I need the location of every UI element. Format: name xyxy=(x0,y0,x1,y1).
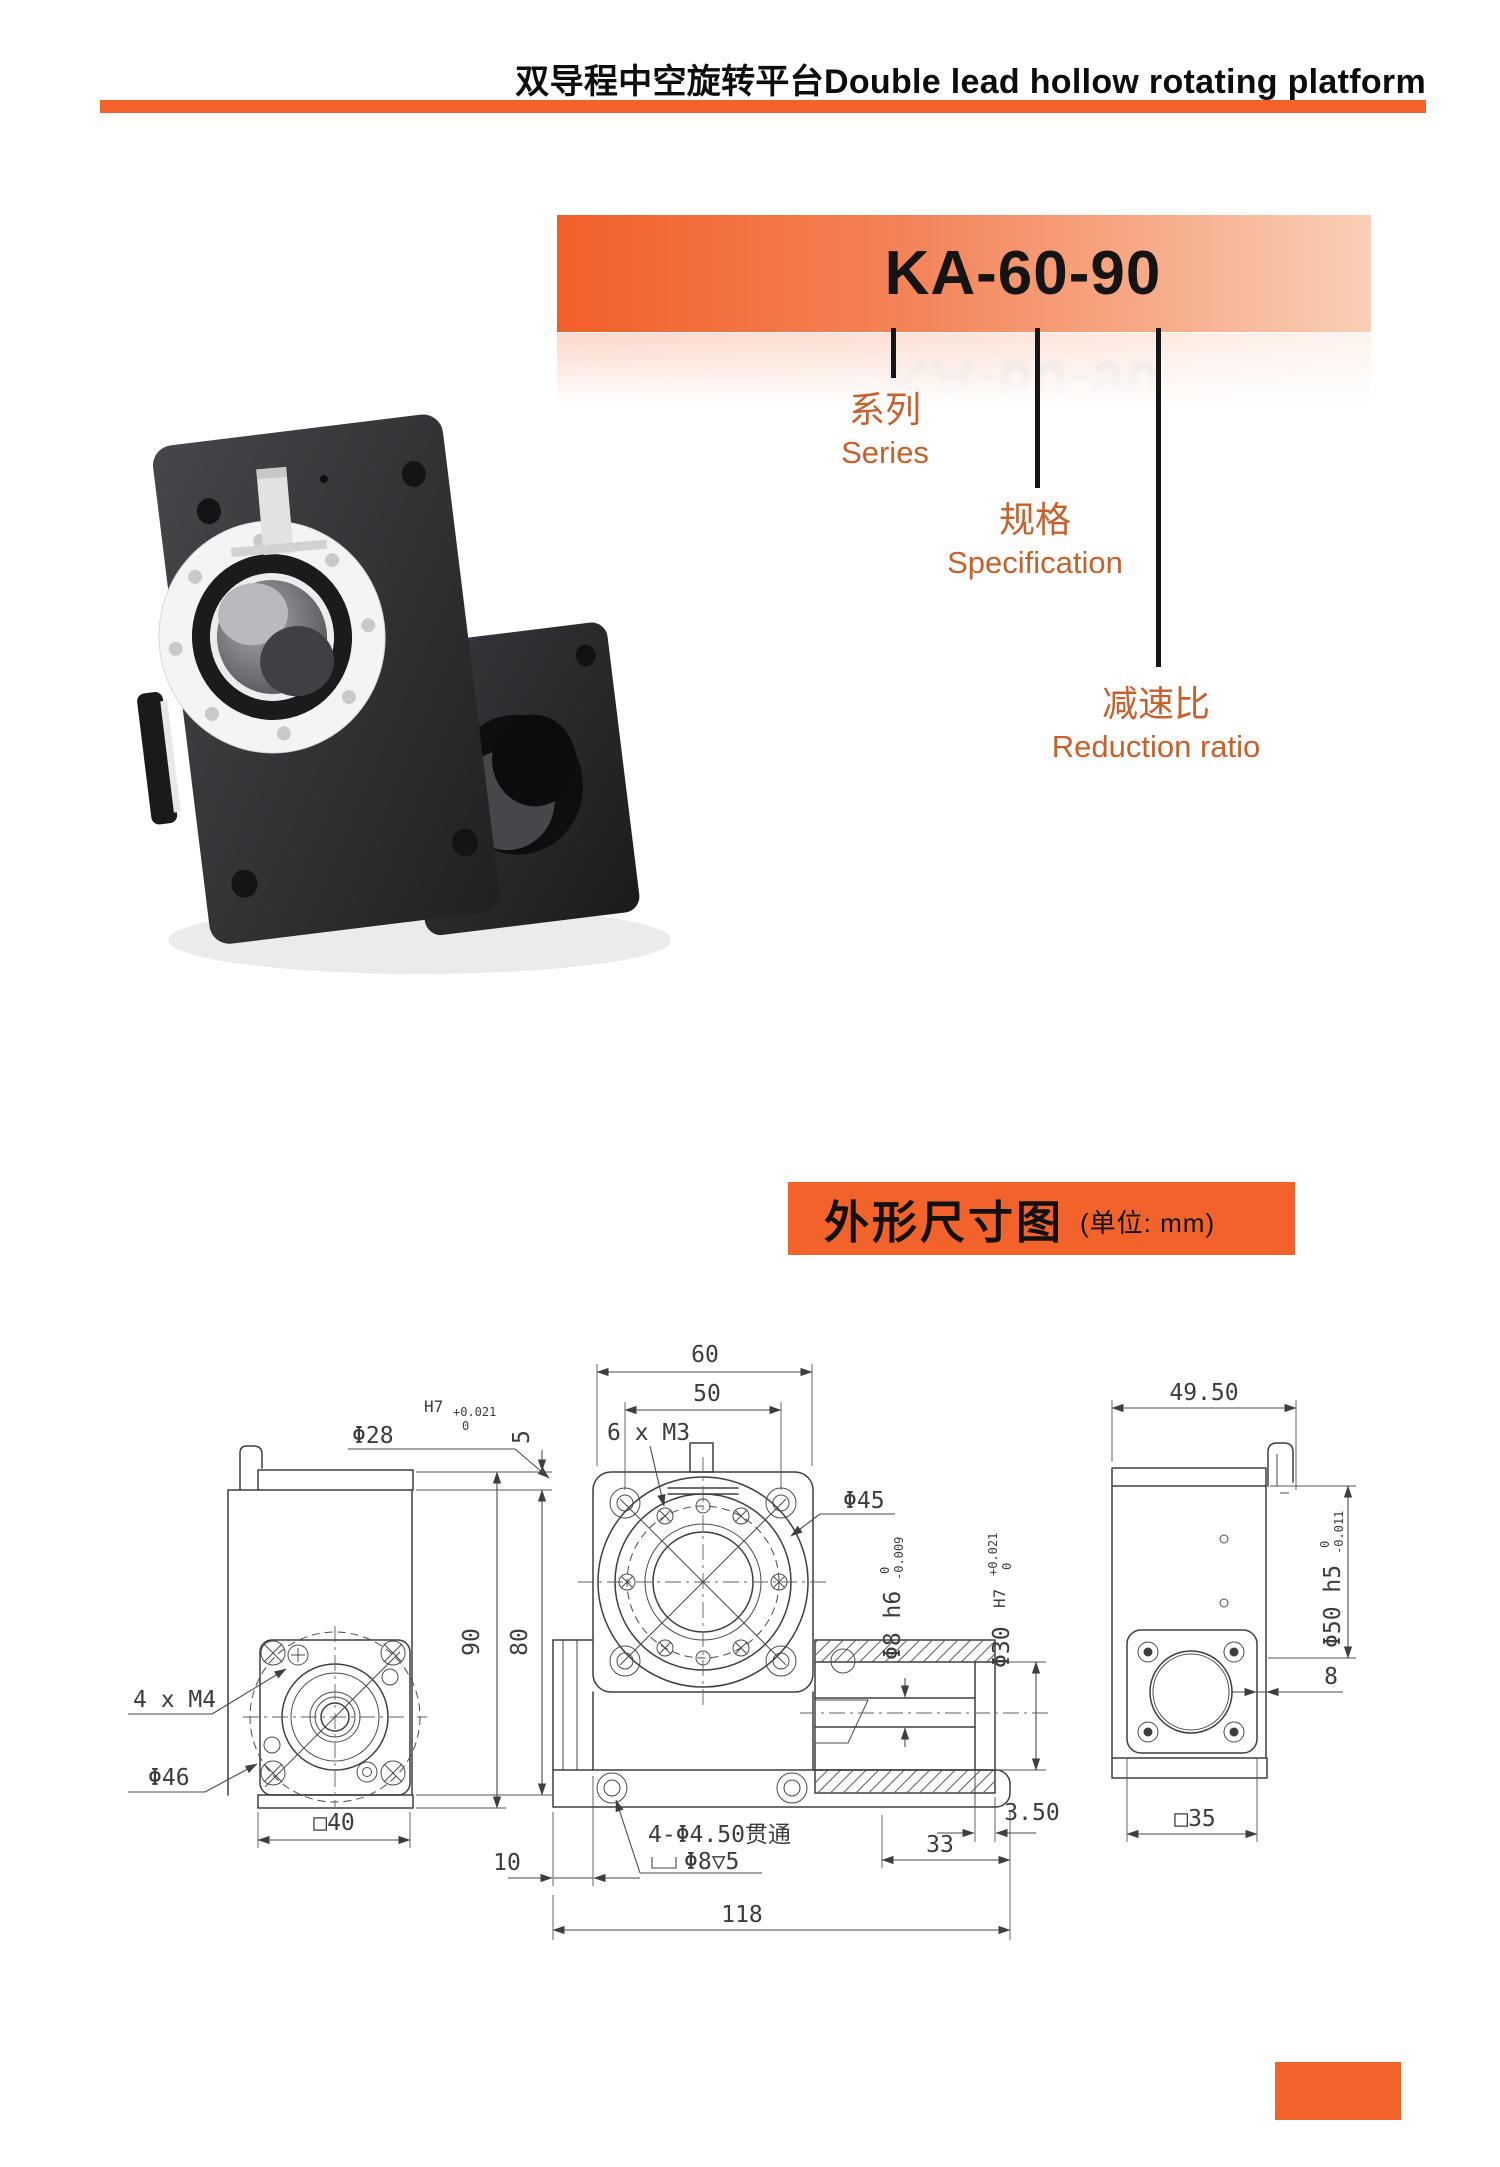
dim-phi30-tol-upper: +0.021 xyxy=(986,1533,1000,1576)
dim-80: 80 xyxy=(507,1628,533,1656)
page-title-zh: 双导程中空旋转平台 xyxy=(515,63,824,101)
dimension-section-title: 外形尺寸图 xyxy=(824,1197,1065,1248)
dim-5: 5 xyxy=(509,1430,535,1444)
m4-screw-symbols xyxy=(260,1640,406,1786)
dim-phi30-tol-lower: 0 xyxy=(1000,1563,1014,1570)
series-pointer-line xyxy=(891,328,896,378)
right-flange-screws xyxy=(1137,1641,1245,1743)
dim-phi28-tol-lower: 0 xyxy=(462,1419,469,1433)
dim-4950: 49.50 xyxy=(1169,1380,1238,1406)
dim-phi30-fit: H7 xyxy=(990,1589,1009,1608)
dim-6xm3: 6 x M3 xyxy=(607,1420,690,1446)
model-code: KA-60-90 xyxy=(884,239,1162,308)
outline-dimension-drawing: Φ28 H7 +0.021 0 4 x M4 Φ46 □40 90 80 5 xyxy=(128,1342,1356,1940)
reduction-ratio-pointer-line xyxy=(1156,328,1161,667)
dim-sq35: □35 xyxy=(1174,1806,1216,1832)
left-side-view xyxy=(227,1445,427,1809)
model-code-banner: KA-60-90 xyxy=(557,215,1371,332)
dim-phi8h6-tol-lower: -0.009 xyxy=(892,1537,906,1580)
dim-phi50h5: Φ50 h5 xyxy=(1320,1565,1346,1648)
base-holes xyxy=(596,1772,808,1804)
front-view xyxy=(552,1442,1011,1808)
dim-90: 90 xyxy=(459,1628,485,1656)
dim-counterbore: Φ8▽5 xyxy=(684,1849,739,1875)
dim-phi28-fit: H7 xyxy=(424,1397,443,1416)
specification-pointer-line xyxy=(1035,328,1040,488)
product-side-tab xyxy=(137,692,181,825)
specification-label: 规格 Specification xyxy=(947,499,1123,581)
dim-50: 50 xyxy=(693,1381,721,1407)
counterbore-icon xyxy=(651,1857,677,1869)
dim-phi28: Φ28 xyxy=(352,1423,394,1449)
page-title: 双导程中空旋转平台Double lead hollow rotating pla… xyxy=(515,54,1426,103)
right-view-dimensions: 49.50 Φ50 h5 0 -0.011 8 □35 xyxy=(1111,1380,1356,1842)
section-view-dimensions: Φ8 h6 0 -0.009 Φ30 H7 +0.021 0 3.50 33 xyxy=(878,1533,1060,1868)
dim-phi30: Φ30 xyxy=(989,1626,1015,1668)
dimension-section-banner: 外形尺寸图 (单位: mm) xyxy=(788,1182,1295,1255)
dim-phi28-tol-upper: +0.021 xyxy=(453,1405,496,1419)
dim-phi50-tol-lower: -0.011 xyxy=(1332,1511,1346,1554)
section-view xyxy=(800,1639,1050,1794)
page-corner-accent xyxy=(1275,2062,1401,2120)
m3-screw-symbols xyxy=(618,1498,788,1666)
reduction-ratio-label: 减速比 Reduction ratio xyxy=(1051,683,1261,765)
left-view-dimensions: Φ28 H7 +0.021 0 4 x M4 Φ46 □40 90 80 5 xyxy=(128,1397,552,1848)
page-title-en: Double lead hollow rotating platform xyxy=(823,63,1426,101)
dim-10: 10 xyxy=(493,1850,521,1876)
dim-8: 8 xyxy=(1324,1664,1338,1690)
dim-through-holes: 4-Φ4.50贯通 xyxy=(648,1822,791,1848)
flange-screws xyxy=(263,1644,399,1783)
header-rule xyxy=(100,100,1426,113)
dimension-unit-note: (单位: mm) xyxy=(1080,1208,1216,1238)
dim-118: 118 xyxy=(721,1902,763,1928)
series-label: 系列 Series xyxy=(841,389,929,471)
dim-60: 60 xyxy=(691,1342,719,1368)
product-render xyxy=(137,414,670,974)
dim-phi45: Φ45 xyxy=(843,1488,885,1514)
dim-4xm4: 4 x M4 xyxy=(133,1687,216,1713)
dim-phi8h6-tol-upper: 0 xyxy=(878,1567,892,1574)
dim-350: 3.50 xyxy=(1004,1800,1059,1826)
product-clip xyxy=(230,466,328,557)
dim-phi8h6: Φ8 h6 xyxy=(880,1591,906,1660)
dim-33: 33 xyxy=(926,1832,954,1858)
dim-sq40: □40 xyxy=(313,1810,355,1836)
dim-phi46: Φ46 xyxy=(148,1765,190,1791)
front-view-dimensions: 60 50 6 x M3 Φ45 10 118 4-Φ4.50贯通 Φ8▽5 xyxy=(493,1342,1011,1940)
dim-phi50-tol-upper: 0 xyxy=(1318,1541,1332,1548)
right-side-view xyxy=(1111,1442,1294,1779)
product-flange xyxy=(158,520,386,754)
